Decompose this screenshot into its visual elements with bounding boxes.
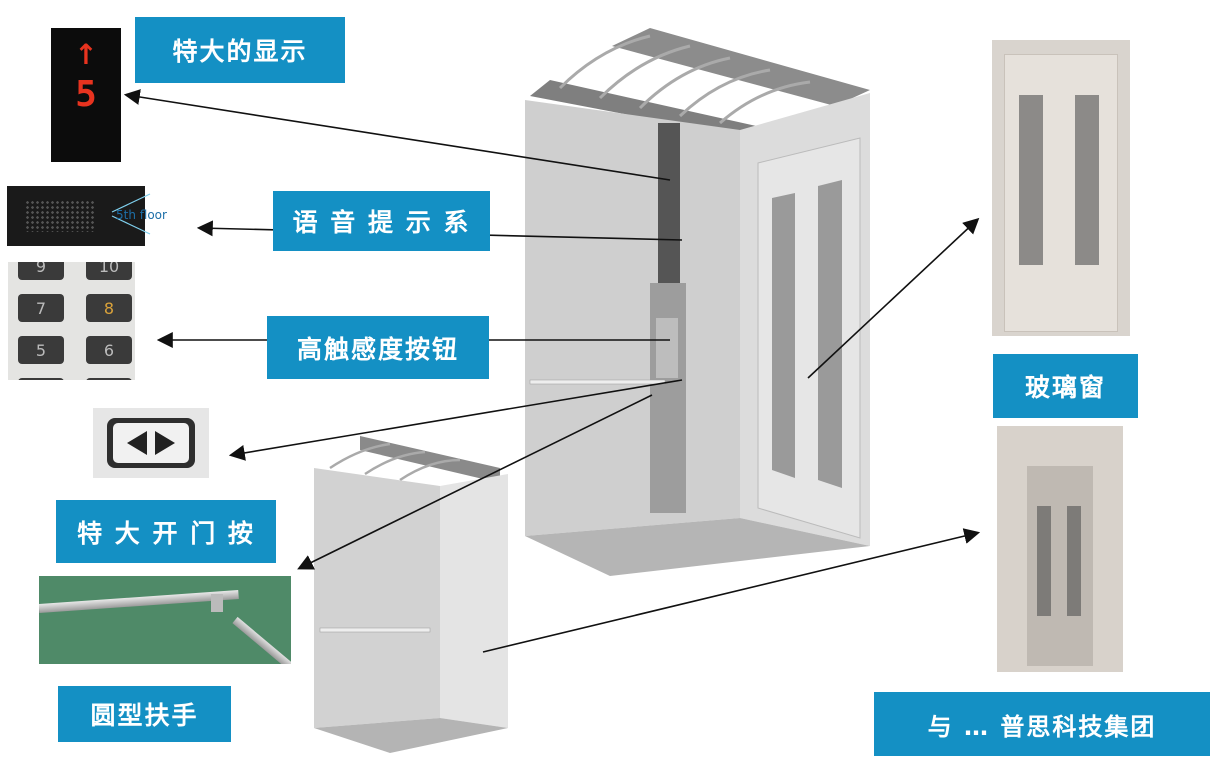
key-7: 7 bbox=[18, 294, 64, 322]
door-open-arrows-icon bbox=[127, 431, 175, 455]
glass-window-label: 玻璃窗 bbox=[993, 354, 1138, 418]
touch-buttons-label: 高触感度按钮 bbox=[267, 316, 489, 379]
open-door-photo bbox=[997, 426, 1123, 672]
large-display-label: 特大的显示 bbox=[135, 17, 345, 83]
small-elevator-illustration bbox=[314, 436, 508, 753]
key-10: 10 bbox=[86, 262, 132, 280]
key-5: 5 bbox=[18, 336, 64, 364]
door-open-button-thumbnail bbox=[93, 408, 209, 478]
floor-display-thumbnail: ↑ 5 bbox=[51, 28, 121, 162]
glass-door-photo bbox=[992, 40, 1130, 336]
key-6: 6 bbox=[86, 336, 132, 364]
keypad-thumbnail: 9 10 7 8 5 6 3 4 bbox=[8, 262, 135, 380]
voice-floor-text: 5th floor bbox=[116, 208, 167, 222]
up-arrow-icon: ↑ bbox=[74, 38, 98, 71]
sound-wave-icon bbox=[111, 193, 151, 235]
floor-number: 5 bbox=[75, 74, 97, 115]
key-9: 9 bbox=[18, 262, 64, 280]
door-open-button-label: 特 大 开 门 按 bbox=[56, 500, 276, 563]
round-handrail-label: 圆型扶手 bbox=[58, 686, 231, 742]
handrail-thumbnail bbox=[39, 576, 291, 664]
watermark-banner: 与 … 普思科技集团 bbox=[874, 692, 1210, 756]
speaker-grille-icon bbox=[25, 200, 95, 232]
key-4: 4 bbox=[86, 378, 132, 380]
voice-prompt-label: 语 音 提 示 系 bbox=[273, 191, 490, 251]
voice-speaker-thumbnail bbox=[7, 186, 145, 246]
elevator-cabin-illustration bbox=[525, 28, 870, 576]
key-8: 8 bbox=[86, 294, 132, 322]
key-3: 3 bbox=[18, 378, 64, 380]
